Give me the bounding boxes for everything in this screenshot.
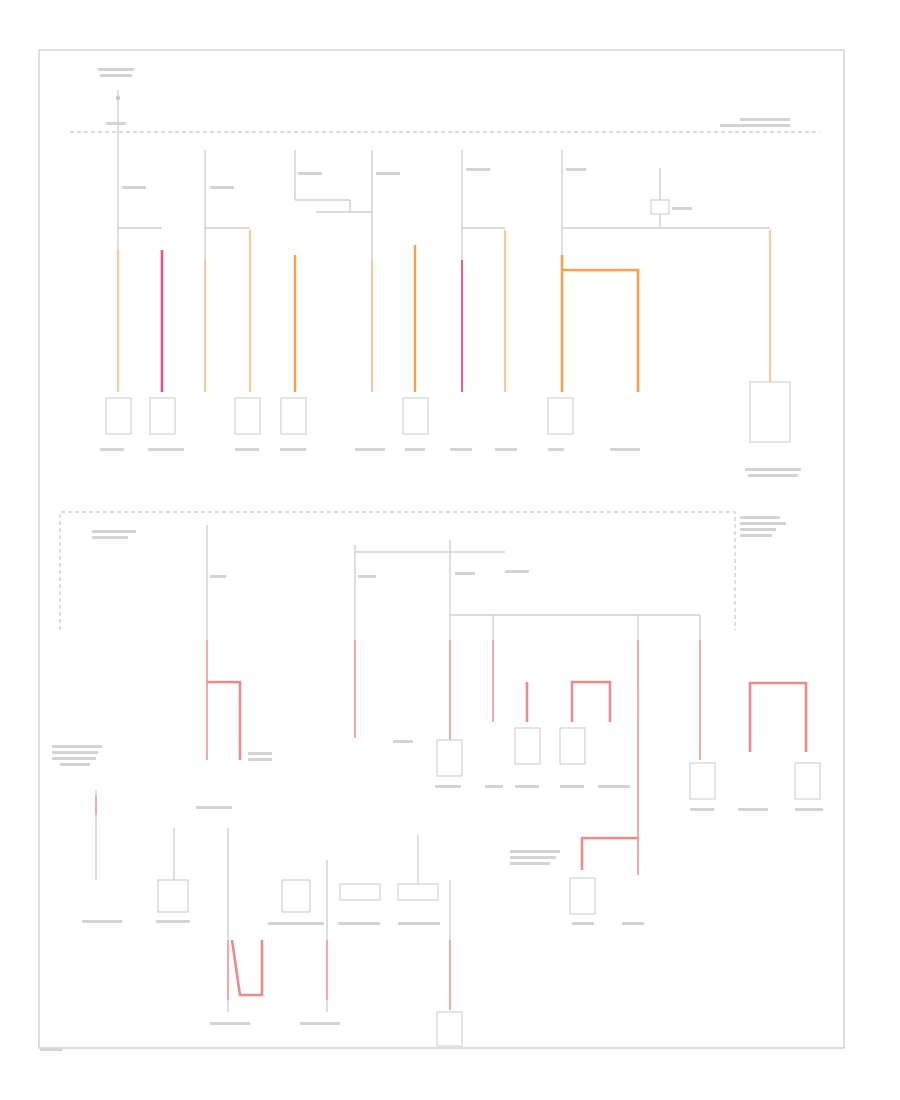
top-section xyxy=(70,68,820,477)
diagram-border xyxy=(38,49,845,1049)
bottom-section xyxy=(40,511,823,1051)
